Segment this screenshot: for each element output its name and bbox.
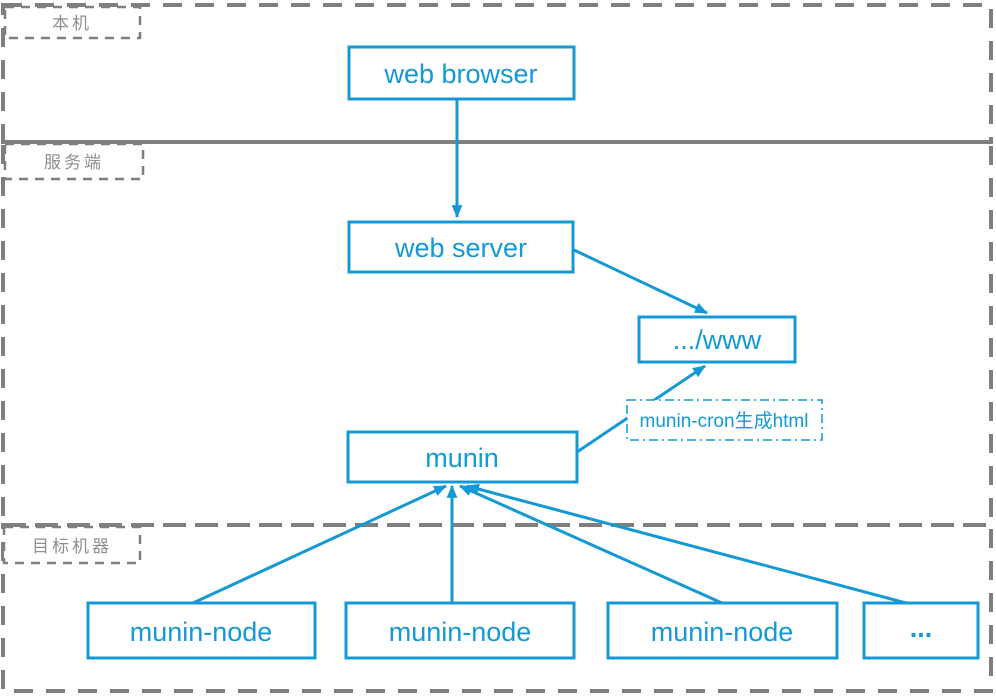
node-label-munin: munin (425, 443, 499, 473)
node-label-munin-node-3: munin-node (651, 617, 794, 647)
node-munin: munin (346, 430, 579, 484)
edge-munin-node-3-to-munin (459, 484, 723, 605)
region-label-server-side: 服务端 (44, 153, 104, 172)
edge-munin-node-1-to-munin (192, 484, 447, 605)
node-more-nodes: ... (862, 601, 980, 660)
edge-annotation: munin-cron生成html (626, 399, 823, 441)
node-label-www-dir: .../www (673, 325, 762, 355)
region-tag-server-side: 服务端 (3, 142, 145, 181)
node-web-server: web server (347, 220, 575, 274)
node-label-munin-node-2: munin-node (389, 617, 532, 647)
region-target-machines (1, 523, 993, 693)
region-label-target-machines: 目标机器 (32, 537, 112, 556)
node-label-web-server: web server (394, 233, 527, 263)
node-munin-node-1: munin-node (86, 601, 317, 660)
node-label-more-nodes: ... (910, 613, 933, 643)
node-label-munin-node-1: munin-node (130, 617, 273, 647)
region-tag-target-machines: 目标机器 (2, 525, 142, 565)
node-munin-node-3: munin-node (606, 601, 839, 660)
node-label-web-browser: web browser (383, 59, 537, 89)
region-tag-local-machine: 本机 (3, 5, 142, 40)
edge-web-server-to-www (573, 248, 708, 315)
node-web-browser: web browser (347, 45, 576, 101)
node-munin-node-2: munin-node (344, 601, 576, 660)
edge-more-nodes-to-munin (465, 483, 907, 605)
node-www-dir: .../www (637, 315, 797, 364)
edge-annotation-label: munin-cron生成html (640, 410, 809, 432)
region-label-local-machine: 本机 (52, 14, 92, 33)
